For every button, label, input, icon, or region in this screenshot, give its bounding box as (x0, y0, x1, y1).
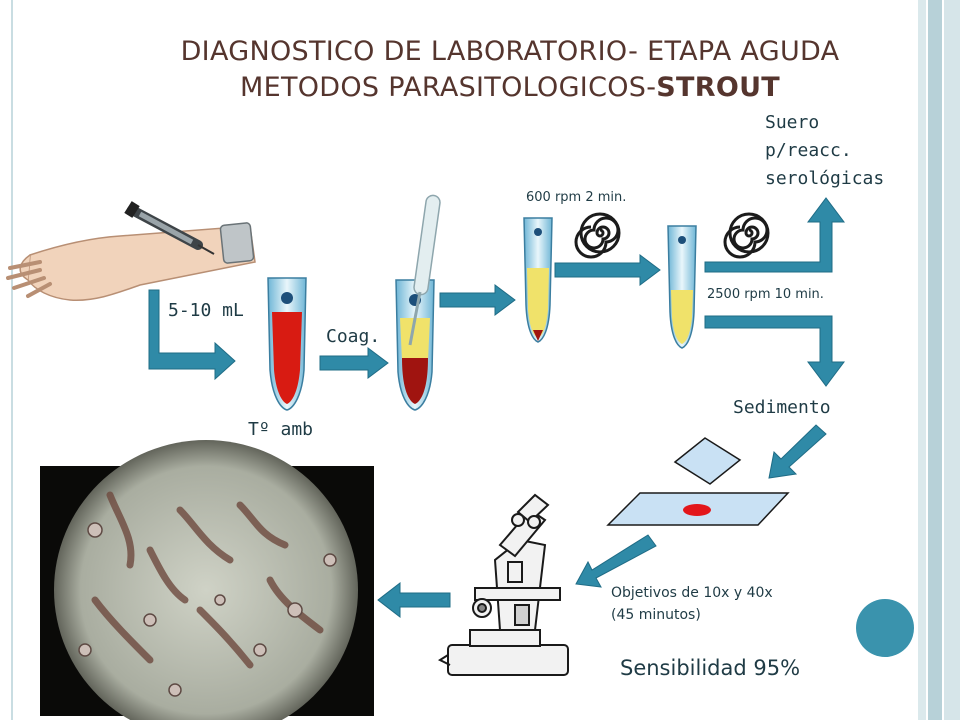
title-line-1: DIAGNOSTICO DE LABORATORIO- ETAPA AGUDA (180, 36, 840, 67)
centrifuge-spiral-icon-1 (574, 212, 621, 259)
arrow-to-tube-4 (554, 254, 661, 286)
arrow-to-slide (768, 424, 827, 479)
flow-arrows (148, 197, 845, 619)
title-line-2-bold: STROUT (656, 72, 781, 103)
label-sensitivity: Sensibilidad 95% (620, 656, 801, 680)
label-temperature: Tº amb (248, 419, 314, 440)
arrow-to-tube-3 (439, 284, 516, 316)
micrograph-image (40, 440, 374, 720)
label-objectives-line-1: Objetivos de 10x y 40x (611, 585, 773, 601)
arrow-to-image (377, 581, 451, 619)
right-decor-bar (918, 0, 960, 720)
arrow-arm-to-tube (148, 289, 236, 381)
pipette-icon (413, 194, 441, 296)
arrow-to-coag-tube (319, 347, 389, 379)
label-coagulation: Coag. (326, 326, 381, 347)
label-serum-line-3: serológicas (765, 168, 885, 189)
tube-spin-2 (667, 225, 697, 349)
label-serum-line-1: Suero (765, 112, 820, 133)
syringe-icon (124, 201, 215, 255)
microscope-slide (606, 492, 790, 526)
coverslip (673, 437, 742, 485)
arrow-to-sediment (704, 315, 845, 387)
microscope-icon (437, 493, 569, 676)
arrow-to-microscope (575, 534, 657, 588)
label-spin-2: 2500 rpm 10 min. (707, 287, 824, 302)
label-spin-1: 600 rpm 2 min. (526, 190, 627, 205)
left-rule (11, 0, 13, 720)
centrifuge-spiral-icon-2 (723, 212, 770, 259)
arrow-to-serum (704, 197, 845, 273)
label-volume: 5-10 mL (168, 300, 244, 321)
tube-spin-1 (523, 217, 553, 343)
tube-coagulated (395, 194, 441, 411)
label-sediment: Sedimento (733, 397, 831, 418)
arm-illustration (6, 222, 256, 301)
title-line-2: METODOS PARASITOLOGICOS-STROUT (160, 72, 860, 103)
label-serum-line-2: p/reacc. (765, 140, 852, 161)
label-objectives-line-2: (45 minutos) (611, 607, 701, 623)
tube-blood (267, 277, 307, 411)
title-line-2-normal: METODOS PARASITOLOGICOS- (239, 72, 657, 103)
decor-circle (856, 599, 914, 657)
